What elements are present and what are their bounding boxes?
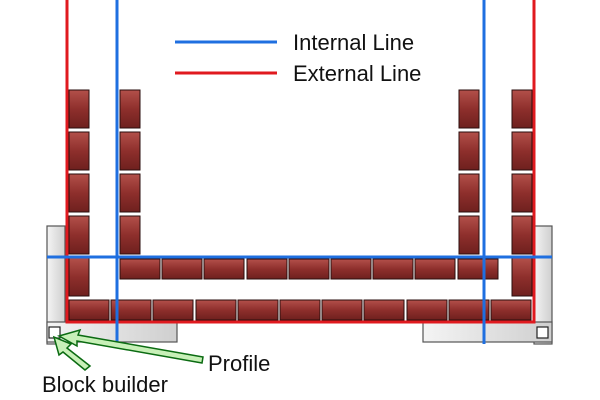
internal-lines (47, 0, 552, 344)
outer-course-brick (279, 299, 321, 321)
profile-structures (46, 225, 553, 345)
outer-right-brick (511, 215, 533, 255)
outer-left-brick (68, 173, 90, 213)
outer-course-brick (363, 299, 405, 321)
block-builder-label: Block builder (42, 372, 168, 397)
inner-course-brick (457, 258, 499, 280)
callout-arrows (52, 328, 204, 371)
inner-course-brick (330, 258, 372, 280)
outer-course-brick (237, 299, 279, 321)
inner-course-brick (119, 258, 161, 280)
inner-right-brick (458, 131, 480, 171)
outer-course-brick (195, 299, 237, 321)
legend-external-label: External Line (293, 61, 421, 86)
outer-right-brick (511, 257, 533, 297)
inner-left-brick (119, 215, 141, 255)
outer-left-brick (68, 131, 90, 171)
inner-course-brick (288, 258, 330, 280)
outer-right-brick (511, 89, 533, 129)
inner-left-brick (119, 89, 141, 129)
inner-left-brick (119, 173, 141, 213)
inner-course-brick (414, 258, 456, 280)
profile-label: Profile (208, 351, 270, 376)
inner-course-brick (161, 258, 203, 280)
outer-right-brick (511, 173, 533, 213)
outer-left-brick (68, 257, 90, 297)
outer-course-brick (406, 299, 448, 321)
legend: Internal Line External Line (175, 30, 421, 86)
block-builder-arrow (52, 335, 92, 371)
outer-right-brick (511, 131, 533, 171)
inner-right-brick (458, 215, 480, 255)
inner-right-brick (458, 89, 480, 129)
inner-course-brick (372, 258, 414, 280)
outer-left-brick (68, 89, 90, 129)
outer-left-brick (68, 215, 90, 255)
outer-course-brick (110, 299, 152, 321)
outer-course-brick (490, 299, 532, 321)
right-base-plate (422, 321, 553, 343)
outer-course-brick (448, 299, 490, 321)
outer-course-brick (152, 299, 194, 321)
outer-course-brick (68, 299, 110, 321)
brickwork (68, 89, 533, 321)
outer-course-brick (321, 299, 363, 321)
inner-right-brick (458, 173, 480, 213)
profile-arrow (57, 328, 204, 364)
inner-course-brick (246, 258, 288, 280)
inner-course-brick (203, 258, 245, 280)
block-builder-right (536, 326, 549, 339)
legend-internal-label: Internal Line (293, 30, 414, 55)
external-line (65, 0, 536, 324)
inner-left-brick (119, 131, 141, 171)
